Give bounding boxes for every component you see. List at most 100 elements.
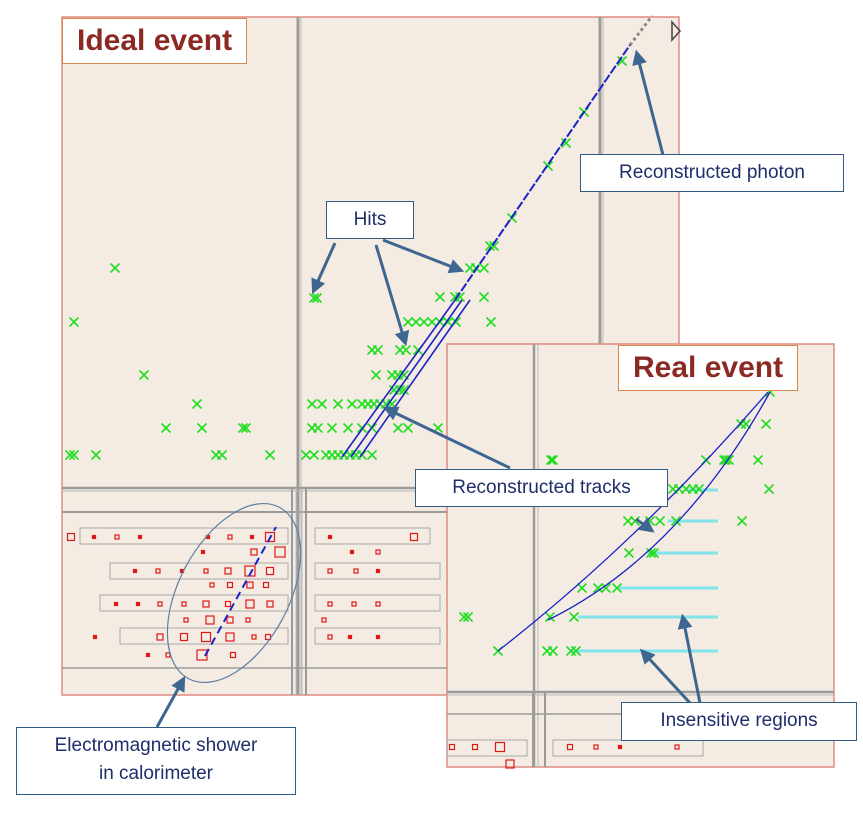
- hit-marker: [670, 515, 682, 527]
- calorimeter-cell: [448, 743, 456, 751]
- real-calorimeter-cells: [448, 741, 680, 769]
- calorimeter-cell: [203, 568, 209, 574]
- hit-marker: [545, 454, 557, 466]
- insensitive-regions-label: Insensitive regions: [621, 702, 857, 741]
- calorimeter-cell: [251, 634, 257, 640]
- calorimeter-cell: [113, 601, 119, 607]
- em-shower-label-line1: Electromagnetic shower: [54, 735, 258, 756]
- hit-marker: [402, 422, 414, 434]
- hit-marker: [300, 449, 312, 461]
- calorimeter-cell: [181, 601, 187, 607]
- hit-marker: [478, 291, 490, 303]
- reconstructed-photon-label: Reconstructed photon: [580, 154, 844, 192]
- em-shower-label-line2: in calorimeter: [98, 763, 214, 784]
- ideal-event-title: Ideal event: [62, 18, 248, 64]
- real-event-title: Real event: [618, 345, 799, 391]
- calorimeter-cell: [183, 617, 189, 623]
- hit-marker: [418, 316, 430, 328]
- calorimeter-cell: [227, 534, 233, 540]
- calorimeter-cell: [200, 549, 206, 555]
- panel-edge-marker: [671, 20, 682, 42]
- hit-marker: [332, 398, 344, 410]
- calorimeter-cell: [674, 744, 680, 750]
- ideal-detector-structure: [62, 17, 604, 695]
- calorimeter-cell: [226, 616, 234, 624]
- hit-marker: [306, 398, 318, 410]
- calorimeter-cell: [264, 531, 276, 543]
- calorimeter-cell: [505, 759, 515, 769]
- hit-marker: [629, 515, 641, 527]
- hit-marker: [576, 582, 588, 594]
- ideal-calorimeter-rows: [79, 527, 441, 645]
- hit-marker: [736, 515, 748, 527]
- hit-marker: [216, 449, 228, 461]
- hit-marker: [191, 398, 203, 410]
- hit-marker: [654, 515, 666, 527]
- hit-marker: [410, 316, 422, 328]
- hit-marker: [568, 611, 580, 623]
- hit-marker: [370, 369, 382, 381]
- real-panel-background: [446, 343, 835, 768]
- hit-marker: [592, 582, 604, 594]
- hit-marker: [264, 449, 276, 461]
- calorimeter-cell: [66, 532, 76, 542]
- calorimeter-cell: [617, 744, 623, 750]
- callout-arrows: [155, 49, 702, 728]
- calorimeter-cell: [274, 546, 286, 558]
- calorimeter-cell: [226, 581, 234, 589]
- hit-marker: [316, 398, 328, 410]
- ideal-calorimeter-cells: [66, 531, 419, 661]
- calorimeter-cell: [92, 634, 98, 640]
- calorimeter-cell: [262, 581, 270, 589]
- hit-marker: [485, 316, 497, 328]
- hit-marker: [648, 547, 660, 559]
- calorimeter-cell: [202, 600, 210, 608]
- reconstructed-tracks-label: Reconstructed tracks: [415, 469, 668, 507]
- calorimeter-cell: [196, 649, 208, 661]
- calorimeter-cell: [375, 549, 381, 555]
- hit-marker: [64, 449, 76, 461]
- calorimeter-cell: [264, 633, 272, 641]
- hit-marker: [600, 582, 612, 594]
- calorimeter-cell: [266, 600, 274, 608]
- calorimeter-cell: [156, 633, 164, 641]
- real-reconstructed-tracks: [497, 391, 771, 652]
- hit-marker: [462, 611, 474, 623]
- hit-marker: [623, 547, 635, 559]
- real-event-panel: [446, 343, 835, 769]
- calorimeter-cell: [225, 632, 235, 642]
- hit-marker: [346, 398, 358, 410]
- hit-marker: [366, 449, 378, 461]
- calorimeter-cell: [265, 566, 275, 576]
- hit-marker: [402, 316, 414, 328]
- hit-marker: [763, 483, 775, 495]
- calorimeter-cell: [132, 568, 138, 574]
- hit-marker: [160, 422, 172, 434]
- hit-marker: [312, 422, 324, 434]
- hit-marker: [308, 449, 320, 461]
- calorimeter-cell: [179, 632, 189, 642]
- hit-marker: [372, 344, 384, 356]
- calorimeter-cell: [157, 601, 163, 607]
- hit-marker: [90, 449, 102, 461]
- hit-marker: [693, 483, 705, 495]
- hit-marker: [109, 262, 121, 274]
- hit-marker: [68, 449, 80, 461]
- hit-marker: [326, 422, 338, 434]
- hit-marker: [544, 611, 556, 623]
- hit-marker: [616, 55, 628, 67]
- em-shower-label: Electromagnetic shower in calorimeter: [16, 727, 296, 795]
- calorimeter-cell: [566, 743, 574, 751]
- hit-marker: [611, 582, 623, 594]
- calorimeter-cell: [137, 534, 143, 540]
- calorimeter-cell: [349, 549, 355, 555]
- hit-marker: [237, 422, 249, 434]
- hit-marker: [434, 291, 446, 303]
- hit-marker: [458, 611, 470, 623]
- calorimeter-cell: [135, 601, 141, 607]
- calorimeter-cell: [375, 601, 381, 607]
- calorimeter-cell: [91, 534, 97, 540]
- hit-marker: [478, 262, 490, 274]
- calorimeter-cell: [145, 652, 151, 658]
